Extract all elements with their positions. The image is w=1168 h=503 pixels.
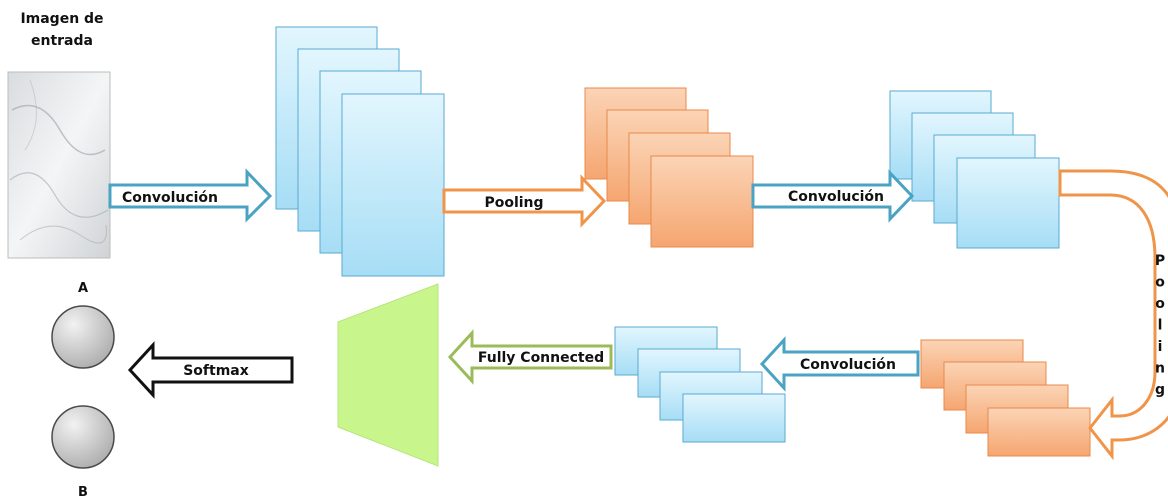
arrow-softmax-label: Softmax xyxy=(183,363,249,379)
output-node-a xyxy=(51,305,115,369)
output-node-b xyxy=(51,405,115,469)
input-image-title: Imagen de entrada xyxy=(12,8,112,52)
arrow-convolution-2-label: Convolución xyxy=(788,189,884,205)
arrow-convolution-2: Convolución xyxy=(751,169,915,223)
feature-map-stack-conv2 xyxy=(889,90,1060,249)
pooling-letter: o xyxy=(1155,296,1165,312)
pooling-letter: n xyxy=(1155,361,1165,377)
feature-map-stack-conv3 xyxy=(614,326,786,443)
arrow-convolution-1: Convolución xyxy=(108,168,273,223)
input-image xyxy=(7,71,111,259)
input-image-title-line1: Imagen de xyxy=(20,11,104,27)
arrow-convolution-1-label: Convolución xyxy=(122,190,218,206)
arrow-convolution-3-label: Convolución xyxy=(800,357,896,373)
fully-connected-layer xyxy=(337,283,439,467)
arrow-pooling-2-label: Pooling xyxy=(1155,253,1165,398)
arrow-fully-connected: Fully Connected xyxy=(447,329,613,385)
arrow-softmax: Softmax xyxy=(127,341,294,399)
pooling-letter: l xyxy=(1158,318,1163,334)
output-label-b: B xyxy=(78,485,88,500)
feature-map-stack-pool2 xyxy=(920,339,1091,457)
feature-map-stack-pool1 xyxy=(584,87,754,248)
arrow-fully-connected-label: Fully Connected xyxy=(478,350,604,366)
arrow-pooling-1-label: Pooling xyxy=(484,195,543,211)
pooling-letter: o xyxy=(1155,275,1165,291)
pooling-letter: g xyxy=(1155,382,1165,398)
arrow-pooling-2 xyxy=(1058,169,1168,461)
arrow-pooling-1: Pooling xyxy=(442,174,607,228)
pooling-letter: P xyxy=(1155,253,1165,269)
arrow-convolution-3: Convolución xyxy=(759,336,920,392)
feature-map-stack-conv1 xyxy=(275,26,445,277)
output-label-a: A xyxy=(78,281,88,296)
input-image-title-line2: entrada xyxy=(31,33,93,49)
pooling-letter: i xyxy=(1158,339,1163,355)
